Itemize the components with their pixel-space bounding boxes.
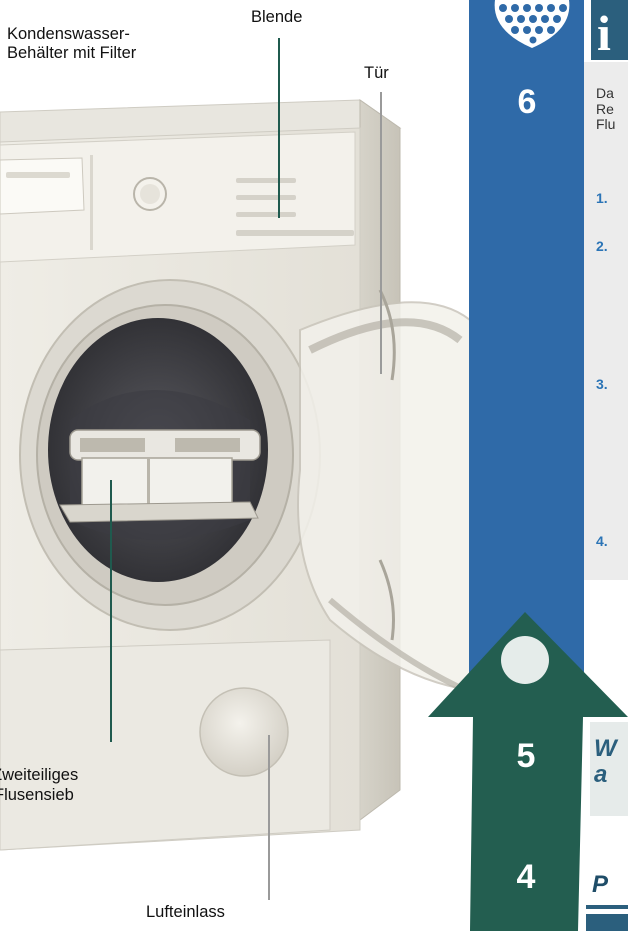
info-text-line-1: Da	[596, 86, 614, 100]
info-panel	[584, 62, 628, 580]
step-4: 4.	[596, 533, 608, 549]
leader-flusensieb	[110, 480, 112, 742]
heading-bottom-bar	[586, 914, 628, 931]
label-flusensieb-2: Flusensieb	[0, 786, 74, 805]
info-text-line-3: Flu	[596, 117, 615, 131]
lint-filter-icon	[489, 0, 575, 52]
leader-blende	[278, 38, 280, 218]
step-2: 2.	[596, 238, 608, 254]
heading-line-2: a	[594, 762, 607, 788]
info-text-line-2: Re	[596, 102, 614, 116]
chapter-tab-5[interactable]: 5	[488, 736, 564, 776]
label-blende: Blende	[251, 8, 302, 27]
step-3: 3.	[596, 376, 608, 392]
heading-rule	[586, 905, 628, 909]
label-kondensbehaelter-2: Behälter mit Filter	[7, 44, 136, 63]
chapter-tab-4[interactable]: 4	[488, 857, 564, 897]
chapter-tab-6[interactable]: 6	[492, 82, 562, 122]
label-lufteinlass: Lufteinlass	[146, 903, 225, 922]
info-icon: i	[591, 0, 628, 60]
label-flusensieb: Zweiteiliges	[0, 766, 78, 785]
label-kondensbehaelter: Kondenswasser-	[7, 25, 130, 44]
heading-line-1: W	[594, 736, 617, 762]
leader-lufteinlass	[268, 735, 270, 900]
label-tuer: Tür	[364, 64, 389, 83]
heading-p: P	[592, 872, 608, 898]
leader-tuer	[380, 92, 382, 374]
step-1: 1.	[596, 190, 608, 206]
